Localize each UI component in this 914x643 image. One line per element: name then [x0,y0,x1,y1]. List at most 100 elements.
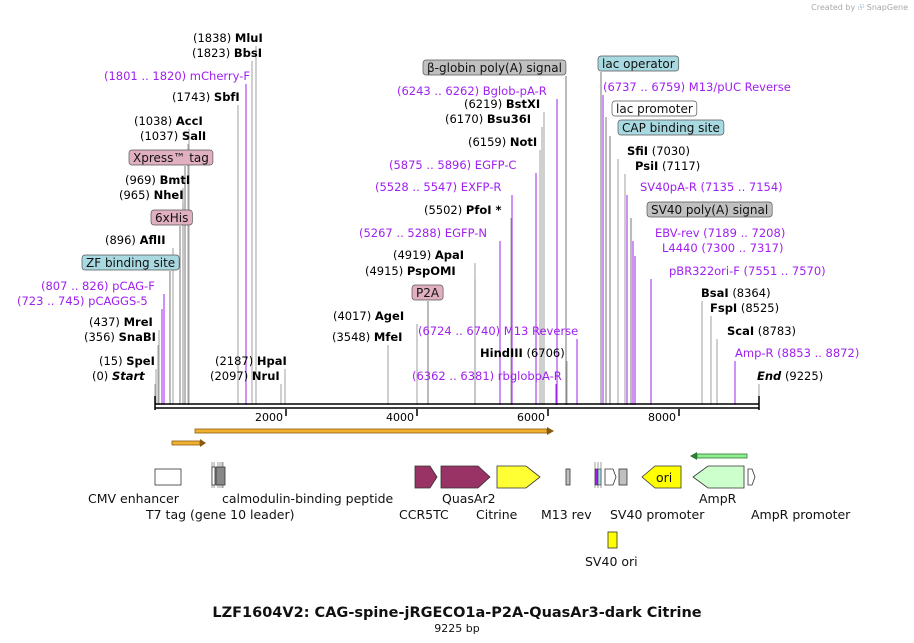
site-label-sv40pa-r: SV40pA-R (7135 .. 7154) [640,180,783,194]
top-feature-6xhis: 6xHis [150,209,193,226]
site-name: SbfI [214,90,240,104]
site-position: (1743) [172,90,210,104]
site-position: (6737 .. 6759) [603,80,685,94]
site-label-nrui: (2097) NruI [210,369,280,383]
site-position: (9225) [785,369,823,383]
site-name: BmtI [160,173,191,187]
snapgene-logo-icon: ⮺ [857,3,865,12]
site-name: EXFP-R [461,180,502,194]
ampr-arrow [692,465,745,489]
feature-ampr: AmpR [699,491,737,506]
site-position: (5875 .. 5896) [389,158,471,172]
site-name: SV40pA-R [640,180,697,194]
site-name: FspI [710,301,737,315]
top-feature-box [81,254,180,271]
site-position: (7135 .. 7154) [701,180,783,194]
site-label-mlui: (1838) MluI [193,31,263,45]
site-name: BbsI [234,46,262,60]
site-label-bmti: (969) BmtI [125,173,190,187]
site-label-fspi: FspI (8525) [710,301,779,315]
site-name: Bglob-pA-R [483,84,547,98]
site-label-bsu36i: (6170) Bsu36I [445,112,531,126]
site-label-pspomi: (4915) PspOMI [365,264,456,278]
site-name: EBV-rev [655,226,700,240]
site-position: (8783) [758,324,796,338]
site-position: (807 .. 826) [41,279,109,293]
site-position: (2187) [215,354,253,368]
top-feature-label: Xpress™ tag [133,151,209,165]
site-label-scai: ScaI (8783) [727,324,796,338]
site-name: M13 Reverse [504,324,578,338]
ruler-tick-2000: 2000 [255,411,283,424]
site-name: AgeI [375,309,404,323]
site-position: (1838) [193,31,231,45]
site-name: MreI [124,315,153,329]
site-label-egfp-n: (5267 .. 5288) EGFP-N [359,226,487,240]
site-label-apai: (4919) ApaI [393,248,464,262]
citrine-arrow [496,465,541,489]
site-label-hindiii: HindIII (6706) [480,346,565,360]
site-name: M13/pUC Reverse [689,80,791,94]
site-position: (965) [119,188,150,202]
top-feature-box [617,119,725,136]
feature-sv40-ori: SV40 ori [585,554,638,569]
site-name: MluI [235,31,263,45]
snapgene-credit: Created by ⮺ SnapGene [811,2,908,16]
site-name: pCAGGS-5 [88,294,148,308]
site-label-agei: (4017) AgeI [333,309,404,323]
site-label-m13-puc-reverse: (6737 .. 6759) M13/pUC Reverse [603,80,791,94]
site-position: (6159) [468,135,506,149]
site-name: Amp-R [735,346,774,360]
site-name: SpeI [126,354,155,368]
feature-ampr-promoter: AmpR promoter [751,507,851,522]
site-name: pBR322ori-F [669,264,740,278]
site-position: (3548) [332,330,370,344]
site-name: ScaI [727,324,754,338]
site-position: (7300 .. 7317) [701,241,783,255]
feature-quasar2: QuasAr2 [442,491,496,506]
site-label-m13-reverse: (6724 .. 6740) M13 Reverse [418,324,578,338]
site-position: (7189 .. 7208) [703,226,785,240]
site-position: (1823) [192,46,230,60]
site-label-bbsi: (1823) BbsI [192,46,262,60]
site-name: rbglobpA-R [498,369,562,383]
site-name: PspOMI [407,264,456,278]
credit-prefix: Created by [811,3,856,12]
site-name: PfoI * [466,203,502,217]
site-name: MfeI [374,330,403,344]
top-feature-box [597,55,680,72]
site-position: (1801 .. 1820) [104,69,186,83]
site-label-rbglobpa-r: (6362 .. 6381) rbglobpA-R [412,369,562,383]
feature-cmv-enhancer: CMV enhancer [88,491,180,506]
site-name: EGFP-N [445,226,487,240]
top-feature-label: β-globin poly(A) signal [427,61,562,75]
feature-track [154,462,756,549]
site-position: (723 .. 745) [17,294,85,308]
site-label-bstxi: (6219) BstXI [464,97,540,111]
site-name: L4440 [662,241,698,255]
top-feature-label: 6xHis [155,211,188,225]
ruler-tick-8000: 8000 [648,411,676,424]
cmv-enhancer-box [154,468,182,486]
top-feature-box [128,149,214,166]
top-feature-label: lac operator [602,57,675,71]
site-label-bglob-pa-r: (6243 .. 6262) Bglob-pA-R [397,84,547,98]
site-label-amp-r: Amp-R (8853 .. 8872) [735,346,859,360]
t7-tag-box [211,466,216,486]
top-feature-box [150,209,193,226]
site-position: (5267 .. 5288) [359,226,441,240]
site-position: (437) [89,315,120,329]
site-name: HpaI [257,354,287,368]
site-label-l4440: L4440 (7300 .. 7317) [662,241,783,255]
top-feature-label: lac promoter [616,102,693,116]
site-position: (2097) [210,369,248,383]
site-label-bsai: BsaI (8364) [701,286,771,300]
site-label-pfoi: (5502) PfoI * [424,203,502,217]
site-name: PsiI [635,159,658,173]
site-label-noti: (6159) NotI [468,135,537,149]
site-label-pcag-f: (807 .. 826) pCAG-F [41,279,155,293]
site-label-mcherry-f: (1801 .. 1820) mCherry-F [104,69,250,83]
site-name: BsaI [701,286,729,300]
site-name: HindIII [480,346,523,360]
